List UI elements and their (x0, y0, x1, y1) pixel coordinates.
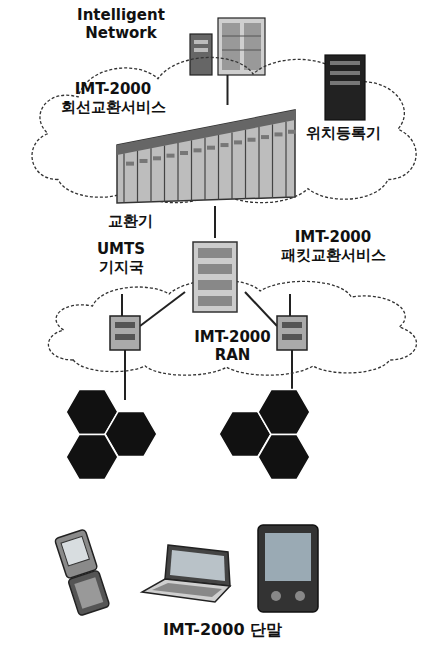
base-station-node: UMTS 기지국 (185, 238, 245, 316)
antenna (121, 294, 123, 316)
base-station-box (110, 316, 140, 350)
cell-hexagon (66, 435, 118, 480)
phone-terminal (54, 529, 109, 616)
pda-button (271, 591, 281, 601)
laptop-keyboard (152, 583, 222, 597)
node-label: 위치등록기 (298, 124, 388, 142)
wire (245, 292, 277, 326)
equipment-icon (190, 18, 265, 75)
pda-body (258, 525, 318, 612)
node-label: Intelligent Network (58, 6, 184, 42)
phone-screen (61, 536, 89, 566)
phone-keypad (74, 577, 103, 609)
pda-button (295, 591, 305, 601)
phone-body (68, 570, 110, 616)
base-station-panel (115, 322, 135, 328)
base-station-box (277, 316, 307, 350)
cell-hexagon (258, 435, 310, 480)
node-label: 교환기 (92, 212, 168, 230)
connector-line (214, 206, 216, 238)
laptop-terminal (142, 545, 230, 602)
pda-terminal (258, 525, 318, 612)
base-station-left (110, 294, 140, 350)
equipment-icon (185, 238, 245, 316)
server-node: 위치등록기 (325, 55, 365, 120)
laptop-display (170, 550, 225, 581)
equipment-icon (112, 105, 298, 206)
wire (291, 350, 293, 392)
base-station-panel (115, 334, 135, 340)
cell-hexagon (258, 390, 310, 435)
node-label: UMTS 기지국 (73, 240, 169, 276)
laptop-base (142, 579, 230, 602)
pda-screen (265, 533, 311, 581)
equipment-icon (325, 55, 365, 120)
switch-node: 교환기 (112, 105, 298, 206)
cell-hexagons (66, 390, 310, 480)
network-cloud: IMT-2000 RANUMTS 기지국 (35, 270, 425, 378)
base-station-panel (282, 322, 302, 328)
base-station-panel (282, 334, 302, 340)
network-cloud: IMT-2000 회선교환서비스위치등록기교환기 (18, 42, 425, 207)
free-label: IMT-2000 패킷교환서비스 (262, 228, 404, 264)
node-label: IMT-2000 RAN (185, 328, 280, 364)
free-label: IMT-2000 단말 (110, 621, 335, 639)
wire (140, 292, 185, 326)
server-node: Intelligent Network (190, 18, 265, 75)
node-label: IMT-2000 회선교환서비스 (48, 80, 178, 116)
connector-line (227, 75, 229, 105)
antenna (289, 294, 291, 316)
wire (124, 350, 126, 400)
base-station-right (277, 294, 307, 350)
